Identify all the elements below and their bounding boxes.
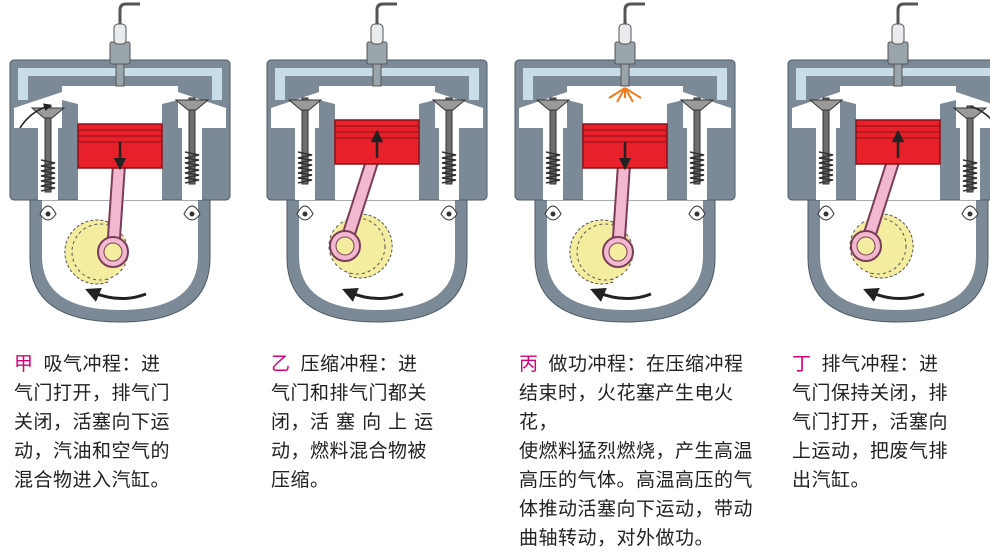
exhaust-cam-shaft: [447, 212, 452, 217]
spark-plug-tip: [894, 64, 902, 86]
stroke-label: 甲: [14, 353, 34, 375]
panel-power-stroke: 丙做功冲程：在压缩冲程结束时，火花塞产生电火花，使燃料猛烈燃烧，产生高温高压的气…: [505, 0, 745, 524]
caption-line: 气门打开，排气门: [14, 382, 170, 404]
exhaust-cam-shaft: [695, 212, 700, 217]
caption-line: 曲轴转动，对外做功。: [519, 527, 714, 549]
caption-line: 结束时，火花塞产生电火花，: [519, 382, 734, 433]
panel-exhaust-stroke: 丁排气冲程：进气门保持关闭，排气门打开，活塞向上运动，把废气排出汽缸。: [778, 0, 990, 524]
stroke-label: 丁: [792, 353, 812, 375]
spark-plug-insulator: [371, 24, 383, 44]
caption-line: 高压的气体。高温高压的气: [519, 469, 753, 491]
intake-cam-shaft: [303, 212, 308, 217]
caption-line: 动，燃料混合物被: [271, 440, 427, 462]
caption-line: 气门和排气门都关: [271, 382, 427, 404]
intake-cam-shaft: [46, 212, 51, 217]
caption: 乙压缩冲程：进气门和排气门都关闭，活 塞 向 上 运动，燃料混合物被压缩。: [271, 350, 483, 495]
spark-plug-insulator: [892, 24, 904, 44]
caption-line: 气门保持关闭，排: [792, 382, 948, 404]
panel-compression-stroke: 乙压缩冲程：进气门和排气门都关闭，活 塞 向 上 运动，燃料混合物被压缩。: [257, 0, 497, 524]
caption-line: 使燃料猛烈燃烧，产生高温: [519, 440, 753, 462]
crank-pin: [857, 237, 875, 255]
caption-line: 气门打开，活塞向: [792, 411, 948, 433]
crank-pin: [104, 243, 122, 261]
spark-plug-tip: [621, 64, 629, 86]
spark-plug-body: [110, 42, 130, 64]
caption: 丙做功冲程：在压缩冲程结束时，火花塞产生电火花， 使燃料猛烈燃烧，产生高温高压的气…: [519, 350, 759, 553]
spark-plug-wire: [625, 4, 645, 24]
caption-line: 压缩。: [271, 469, 330, 491]
caption-line: 关闭，活塞向下运: [14, 411, 170, 433]
intake-cam-shaft: [551, 212, 556, 217]
spark-plug-insulator: [619, 24, 631, 44]
caption-line: 上运动，把废气排: [792, 440, 948, 462]
spark-plug-tip: [116, 64, 124, 86]
engine-diagram: [505, 0, 745, 340]
exhaust-cam-shaft: [190, 212, 195, 217]
spark-plug-body: [888, 42, 908, 64]
panel-intake-stroke: 甲吸气冲程：进气门打开，排气门关闭，活塞向下运动，汽油和空气的混合物进入汽缸。: [0, 0, 240, 524]
caption-line: 体推动活塞向下运动，带动: [519, 498, 753, 520]
spark-plug-wire: [377, 4, 397, 24]
caption: 丁排气冲程：进气门保持关闭，排气门打开，活塞向上运动，把废气排出汽缸。: [792, 350, 990, 495]
caption-line: 吸气冲程：进: [44, 353, 161, 375]
spark-plug-insulator: [114, 24, 126, 44]
engine-diagram: [778, 0, 990, 340]
crank-pin: [609, 243, 627, 261]
caption: 甲吸气冲程：进气门打开，排气门关闭，活塞向下运动，汽油和空气的混合物进入汽缸。: [14, 350, 226, 495]
caption-line: 压缩冲程：进: [301, 353, 418, 375]
stroke-label: 乙: [271, 353, 291, 375]
spark-plug-wire: [120, 4, 140, 24]
spark-plug-body: [367, 42, 387, 64]
spark-plug-body: [615, 42, 635, 64]
spark-plug-wire: [898, 4, 918, 24]
caption-line: 动，汽油和空气的: [14, 440, 170, 462]
caption-line: 出汽缸。: [792, 469, 870, 491]
caption-line: 闭，活 塞 向 上 运: [271, 411, 434, 433]
spark-plug-tip: [373, 64, 381, 86]
crank-pin: [336, 237, 354, 255]
exhaust-cam-shaft: [968, 212, 973, 217]
caption-line: 混合物进入汽缸。: [14, 469, 170, 491]
intake-cam-shaft: [824, 212, 829, 217]
caption-line: 做功冲程：在压缩冲程: [549, 353, 744, 375]
engine-diagram: [257, 0, 497, 340]
caption-line: 排气冲程：进: [822, 353, 939, 375]
engine-diagram: [0, 0, 240, 340]
stroke-label: 丙: [519, 353, 539, 375]
